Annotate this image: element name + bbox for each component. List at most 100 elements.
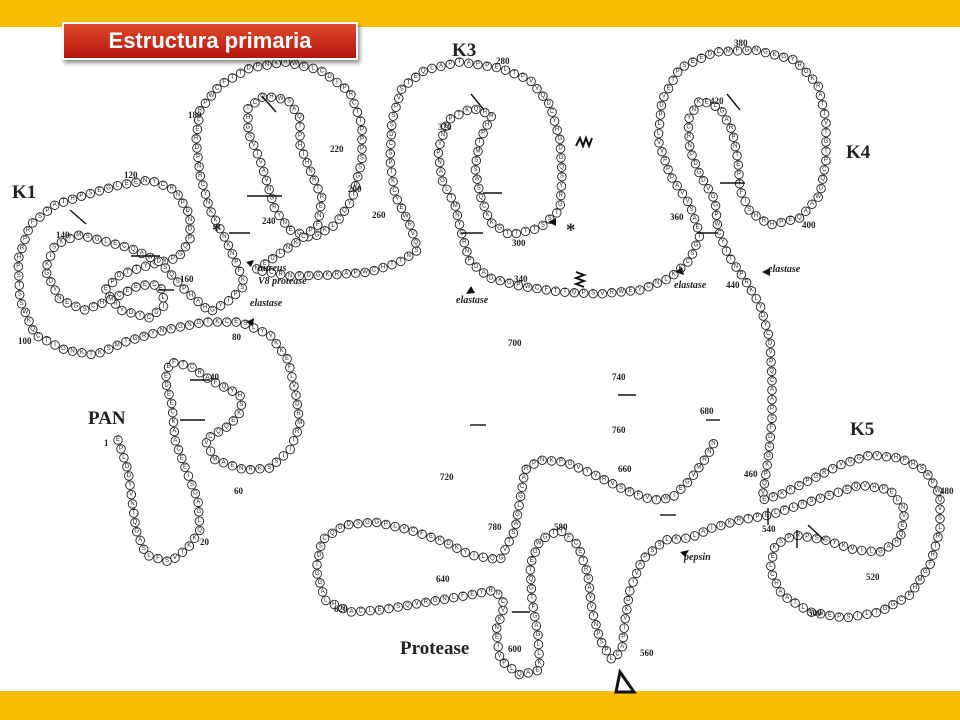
residue: R (726, 123, 736, 133)
residue: K (168, 417, 179, 427)
residue-letter: K (485, 212, 489, 218)
residue-letter: G (685, 480, 690, 486)
residue: T (178, 359, 188, 370)
residue-circle (195, 171, 206, 181)
residue-circle (891, 452, 901, 463)
residue-letter: G (314, 232, 319, 238)
residue: D (569, 287, 580, 298)
residue: A (782, 593, 792, 603)
residue-number-label: 100 (18, 336, 32, 346)
residue: Y (215, 300, 226, 311)
residue-letter: D (307, 273, 312, 279)
residue: G (880, 604, 890, 614)
residue-letter: T (533, 226, 537, 232)
residue-letter: Q (541, 93, 546, 99)
residue-letter: G (766, 453, 771, 459)
residue-circle (381, 519, 391, 530)
residue-circle (819, 109, 830, 119)
residue-letter: K (625, 607, 629, 613)
residue-letter: K (538, 660, 542, 666)
residue-letter: G (61, 346, 66, 352)
residue-circle (144, 313, 154, 323)
residue-letter: R (198, 370, 203, 376)
residue: H (751, 211, 761, 221)
residue: L (365, 605, 375, 616)
residue: K (725, 518, 735, 528)
residue: P (776, 217, 786, 228)
residue: V (654, 138, 664, 148)
residue: Y (684, 113, 694, 123)
residue-circle (267, 253, 278, 264)
residue-letter: E (164, 373, 168, 379)
residue: S (315, 541, 326, 552)
residue: N (708, 438, 719, 449)
residue-letter: F (567, 534, 571, 540)
residue: G (243, 122, 253, 133)
residue-circle (684, 131, 694, 142)
residue: I (619, 623, 629, 633)
residue-circle (185, 224, 195, 235)
residue: D (443, 539, 454, 549)
residue-letter: I (293, 438, 295, 444)
residue-circle (935, 495, 945, 505)
residue-circle (525, 565, 536, 575)
residue: P (578, 288, 589, 298)
residue-circle (126, 308, 136, 318)
residue: F (925, 559, 935, 569)
residue: G (821, 137, 831, 147)
residue-letter: I (861, 548, 863, 554)
residue-circle (236, 464, 247, 474)
residue-circle (252, 149, 263, 159)
residue-letter: A (778, 589, 782, 595)
residue-letter: W (525, 284, 531, 290)
residue: V (500, 545, 510, 555)
residue: S (187, 480, 197, 490)
residue: D (705, 49, 715, 60)
residue-letter: T (698, 234, 702, 240)
residue-circle (596, 637, 607, 648)
residue: P (253, 61, 263, 72)
residue-circle (160, 263, 171, 273)
residue: P (473, 59, 483, 70)
residue: L (771, 508, 781, 518)
domain-label-protease: Protease (400, 638, 469, 659)
residue-letter: D (659, 103, 664, 109)
residue-letter: F (420, 531, 424, 537)
residue: C (114, 290, 124, 301)
residue-letter: A (262, 169, 266, 175)
residue-circle (280, 218, 290, 228)
residue-letter: T (512, 71, 516, 77)
residue: K (271, 58, 282, 69)
residue-letter: A (620, 644, 624, 650)
residue-circle (801, 67, 811, 77)
residue: Y (257, 266, 267, 276)
residue: V (411, 599, 422, 609)
residue: E (526, 556, 537, 566)
residue-letter: V (635, 570, 639, 576)
residue-circle (476, 587, 487, 598)
residue-letter: G (297, 230, 302, 236)
residue-letter: D (761, 313, 766, 319)
residue-letter: T (89, 351, 93, 357)
residue-letter: E (159, 286, 163, 292)
residue-letter: G (745, 47, 750, 53)
residue: G (760, 47, 771, 58)
residue: A (193, 497, 203, 508)
residue-circle (227, 73, 238, 83)
residue: Y (135, 310, 145, 321)
residue-circle (223, 296, 234, 306)
residue: E (701, 97, 712, 108)
residue-letter: K (455, 545, 459, 551)
residue: K (166, 324, 176, 334)
residue-circle (212, 83, 222, 94)
residue-circle (319, 533, 330, 544)
residue-letter: A (522, 475, 526, 481)
residue-letter: K (697, 99, 701, 105)
residue-letter: N (594, 622, 598, 628)
residue-circle (794, 480, 804, 491)
residue: L (606, 654, 617, 664)
residue-letter: P (604, 648, 608, 654)
residue: N (684, 141, 695, 151)
residue-letter: F (531, 604, 535, 610)
residue-number-label: 560 (640, 648, 654, 658)
